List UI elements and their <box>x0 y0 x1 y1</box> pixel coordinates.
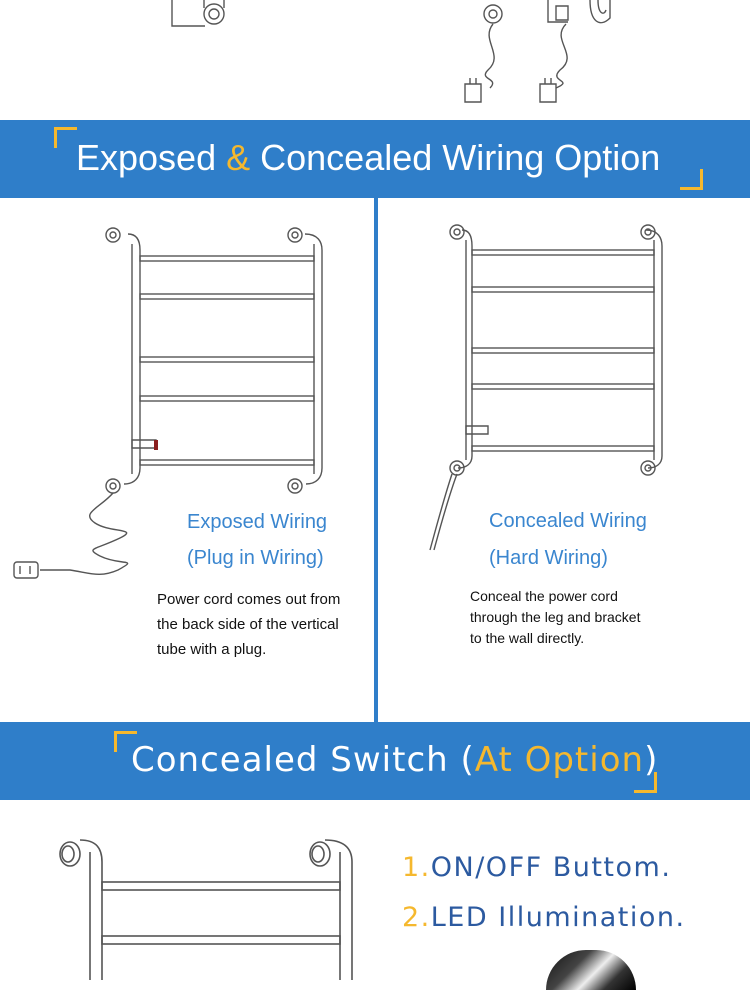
exposed-wiring-heading: Exposed Wiring <box>187 511 328 533</box>
section-header-wiring: Exposed & Concealed Wiring Option <box>0 120 750 198</box>
title-corner-top-left <box>54 127 77 148</box>
concealed-desc-line-2: through the leg and bracket <box>470 609 641 625</box>
exposed-wiring-rack-illustration <box>13 227 323 579</box>
title-corner-bottom-right <box>634 772 657 793</box>
feature-led-illumination: 2.LED Illumination. <box>402 902 686 933</box>
wiring-option-title: Exposed & Concealed Wiring Option <box>76 137 661 178</box>
switch-product-photo-partial <box>546 950 636 990</box>
column-divider <box>374 198 378 722</box>
concealed-desc-line-1: Conceal the power cord <box>470 588 618 604</box>
section-header-switch: Concealed Switch (At Option) <box>0 722 750 800</box>
concealed-wiring-subheading: (Hard Wiring) <box>489 547 608 569</box>
feature-on-off-button: 1.ON/OFF Buttom. <box>402 852 672 883</box>
exposed-desc-line-2: the back side of the vertical <box>157 616 339 633</box>
top-partial-illustration-right <box>464 0 611 103</box>
concealed-switch-title: Concealed Switch (At Option) <box>131 740 659 780</box>
top-partial-illustration-left <box>171 0 225 27</box>
exposed-desc-line-3: tube with a plug. <box>157 641 267 658</box>
exposed-desc-line-1: Power cord comes out from <box>157 591 341 608</box>
exposed-wiring-subheading: (Plug in Wiring) <box>187 547 324 569</box>
concealed-desc-line-3: to the wall directly. <box>470 630 585 646</box>
concealed-switch-rack-illustration <box>59 839 353 980</box>
title-corner-bottom-right <box>680 169 703 190</box>
concealed-wiring-rack-illustration <box>429 224 663 551</box>
concealed-wiring-heading: Concealed Wiring <box>489 510 647 532</box>
title-corner-top-left <box>114 731 137 752</box>
